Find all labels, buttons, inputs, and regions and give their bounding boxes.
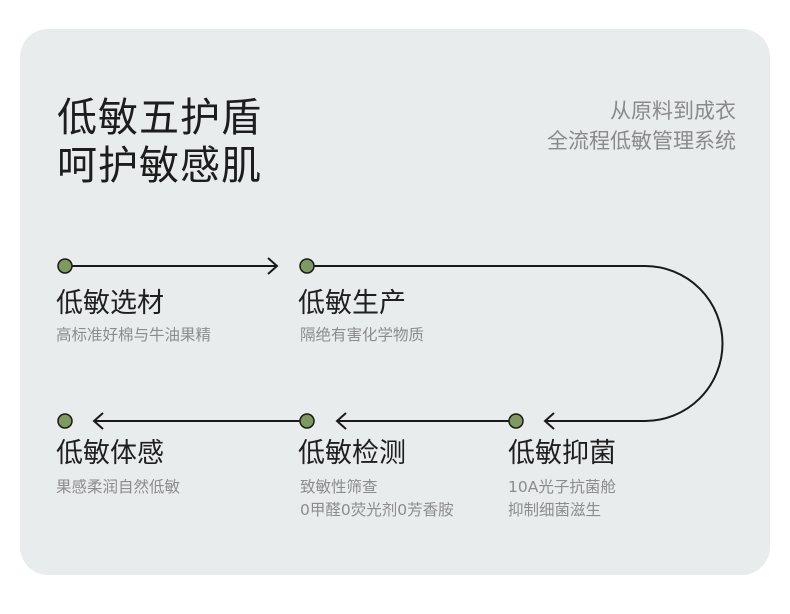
step-4-title: 低敏检测 [298, 438, 406, 469]
step-1-title: 低敏选材 [56, 288, 164, 319]
step-3-title: 低敏抑菌 [508, 438, 616, 469]
step-1-dot [57, 258, 73, 274]
arrow-head-1-2 [267, 257, 279, 275]
step-1-desc: 高标准好棉与牛油果精 [56, 326, 212, 344]
step-5-desc: 果感柔润自然低敏 [56, 478, 181, 496]
step-3-dot [508, 413, 524, 429]
step-2-desc: 隔绝有害化学物质 [300, 326, 425, 344]
subtitle-line2: 全流程低敏管理系统 [547, 129, 736, 153]
headline-line2: 呵护敏感肌 [57, 143, 262, 189]
content-card [20, 29, 770, 575]
connector-2-3 [308, 265, 724, 422]
arrow-head-3-4 [335, 412, 347, 430]
step-4-desc-line1: 致敏性筛查 [300, 478, 378, 496]
step-4-desc-line2: 0甲醛0荧光剂0芳香胺 [300, 501, 454, 519]
step-3-desc-line1: 10A光子抗菌舱 [508, 478, 616, 496]
arrow-head-2-3 [543, 412, 555, 430]
arrow-head-4-5 [92, 412, 104, 430]
step-5-dot [57, 413, 73, 429]
headline-line1: 低敏五护盾 [57, 95, 262, 141]
step-4-dot [299, 413, 315, 429]
step-2-dot [299, 258, 315, 274]
step-3-desc-line2: 抑制细菌滋生 [508, 501, 602, 519]
step-5-title: 低敏体感 [56, 438, 164, 469]
step-2-title: 低敏生产 [298, 288, 406, 319]
subtitle-line1: 从原料到成衣 [610, 99, 736, 123]
